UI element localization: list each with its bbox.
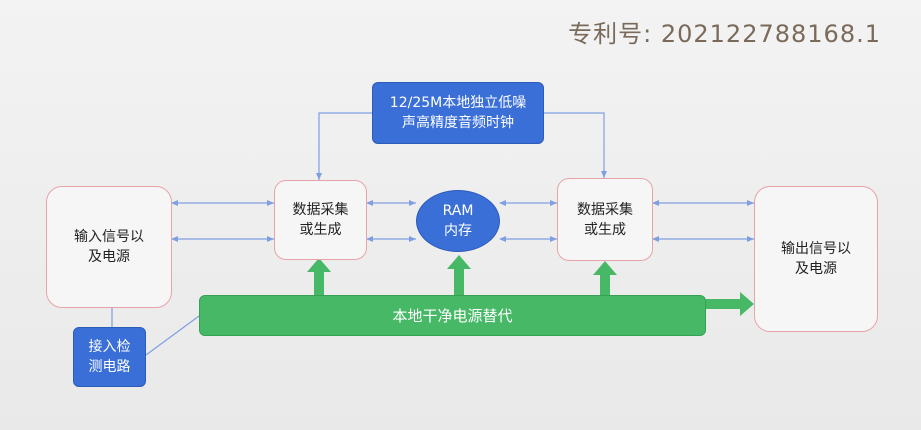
- power-arrow-ram: [447, 255, 471, 295]
- clean-power-bar: 本地干净电源替代: [199, 295, 706, 336]
- clock-box: 12/25M本地独立低噪 声高精度音频时钟: [372, 82, 544, 144]
- patent-number: 专利号: 202122788168.1: [568, 20, 881, 48]
- detect-circuit-box: 接入检 测电路: [73, 327, 146, 387]
- output-signal-box: 输出信号以 及电源: [754, 186, 878, 332]
- detect-power-line: [145, 315, 200, 356]
- acquisition-left-box: 数据采集 或生成: [274, 180, 367, 260]
- clock-to-acq-right-line: [544, 112, 607, 178]
- clock-to-acq-left-line: [316, 112, 372, 180]
- ram-ellipse: RAM 内存: [416, 190, 500, 252]
- acquisition-right-box: 数据采集 或生成: [557, 178, 653, 261]
- input-signal-box: 输入信号以 及电源: [46, 186, 172, 308]
- power-arrow-acq-left: [307, 258, 331, 295]
- power-arrow-output: [706, 292, 754, 316]
- power-arrow-acq-right: [593, 261, 617, 295]
